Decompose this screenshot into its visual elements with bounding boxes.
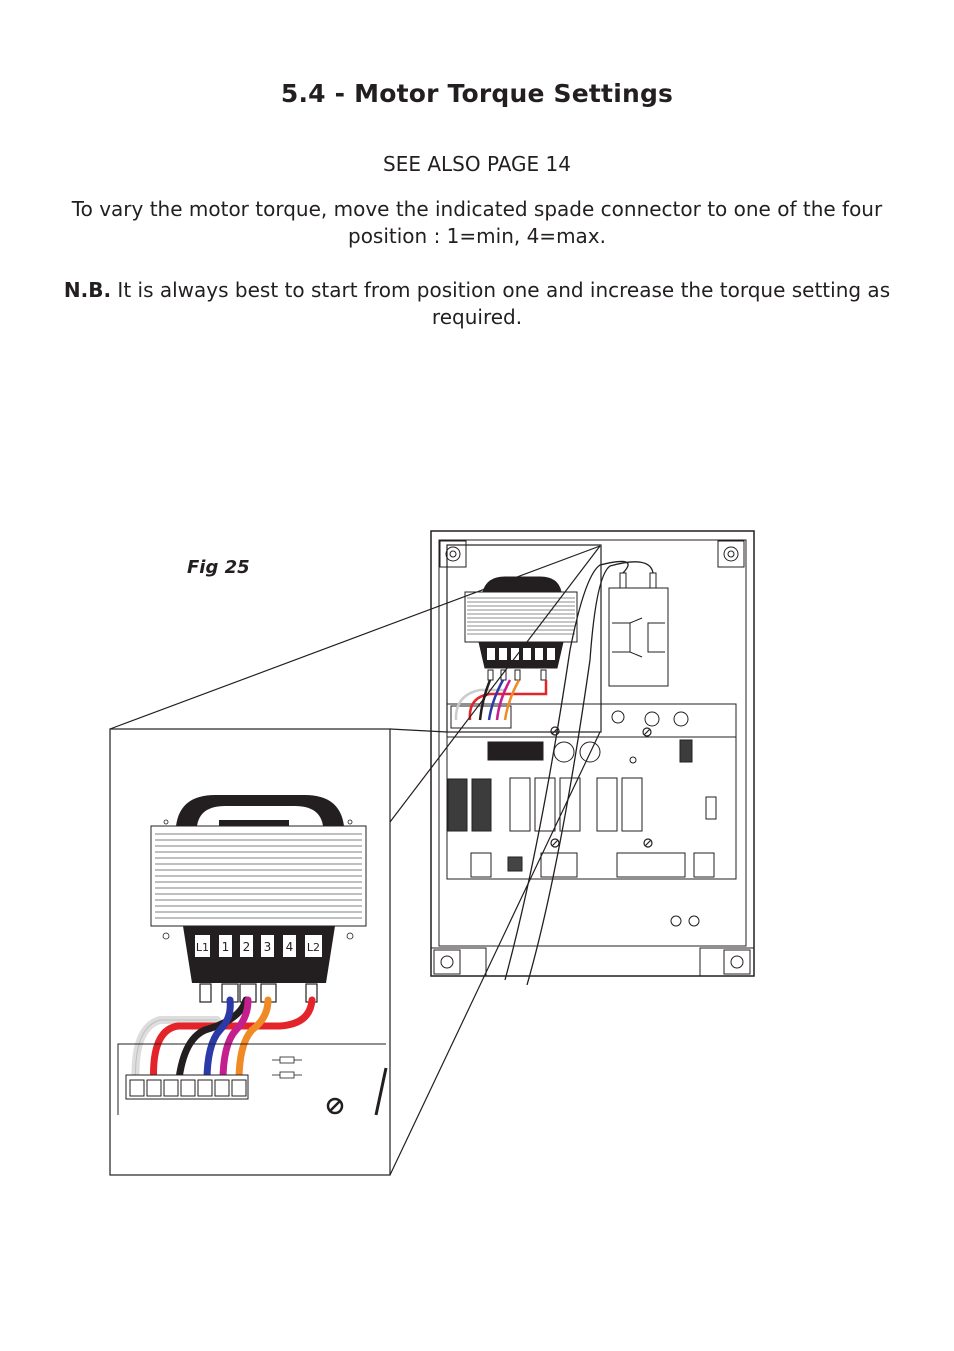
corner-mount-bottom-left [433, 949, 461, 975]
zoomed-inset: L1 1 2 3 4 L2 [109, 728, 391, 1176]
control-board [446, 703, 737, 880]
see-also-note: SEE ALSO PAGE 14 [383, 152, 571, 176]
note-label: N.B. [63, 278, 112, 302]
board-terminal-block [117, 1043, 388, 1116]
terminal-label-2: 2 [243, 940, 251, 954]
wire-bundle [131, 996, 316, 1092]
terminal-label-1: 1 [222, 940, 230, 954]
corner-mount-top-right [717, 540, 745, 568]
control-box [430, 530, 755, 986]
page-title: 5.4 - Motor Torque Settings [280, 79, 674, 108]
small-wire-bundle [454, 679, 548, 721]
zoom-projection-lines [109, 545, 601, 1176]
transformer: L1 1 2 3 4 L2 [150, 795, 367, 1003]
instruction-text: To vary the motor torque, move the indic… [71, 197, 883, 248]
terminal-label-3: 3 [264, 940, 272, 954]
small-transformer [464, 576, 578, 681]
terminal-label-l2: L2 [307, 941, 320, 954]
note-paragraph: N.B. It is always best to start from pos… [40, 277, 914, 331]
corner-mount-bottom-right [723, 949, 751, 975]
terminal-label-4: 4 [286, 940, 294, 954]
zoom-source-area [446, 544, 602, 733]
note-text: It is always best to start from position… [117, 278, 891, 329]
figure-label: Fig 25 [187, 557, 250, 578]
terminal-label-l1: L1 [196, 941, 209, 954]
capacitor [608, 572, 669, 687]
corner-mount-top-left [439, 540, 467, 568]
